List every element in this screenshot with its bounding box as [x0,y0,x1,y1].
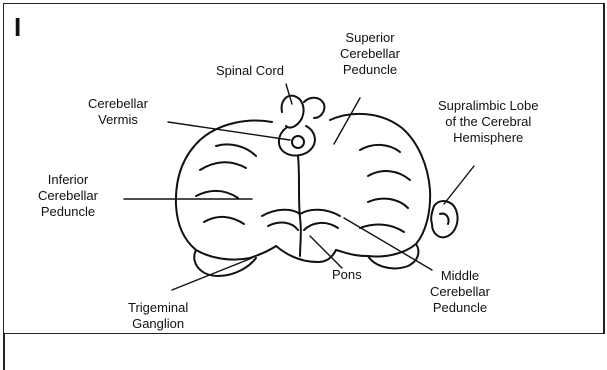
label-line: Supralimbic Lobe [438,98,538,114]
right-fold-2 [368,171,410,180]
vermis-upper [282,96,304,128]
label-pons-text: Pons [332,267,362,282]
left-hemisphere-outline [176,121,276,260]
leader-superior-peduncle [334,98,360,144]
midline-stalk [304,98,324,118]
ventral-contour [276,246,336,262]
label-line: Peduncle [38,204,98,220]
pons-left-lobe [268,223,298,230]
label-superior-cerebellar-peduncle: Superior Cerebellar Peduncle [340,30,400,78]
label-line: Cerebellar [340,46,400,62]
left-fold-4 [216,144,256,156]
label-line: Cerebellar [430,284,490,300]
midline-internal [298,156,301,256]
label-line: Trigeminal [128,300,188,316]
supralimbic-lobe-shape [431,201,457,237]
label-line: Inferior [38,172,98,188]
label-line: Vermis [88,112,148,128]
label-middle-cerebellar-peduncle: Middle Cerebellar Peduncle [430,268,490,316]
leader-spinal-cord [286,84,292,104]
label-line: Hemisphere [438,130,538,146]
label-pons: Pons [332,267,362,283]
pons-right-lobe [304,223,338,230]
label-line: Superior [340,30,400,46]
left-fold-3 [204,217,244,224]
label-line: Cerebellar [88,96,148,112]
label-line: of the Cerebral [438,114,538,130]
label-line: Ganglion [128,316,188,332]
supralimbic-lobe-inner [440,214,449,224]
leader-pons [310,236,342,268]
right-fold-3 [368,199,408,208]
label-trigeminal-ganglion: Trigeminal Ganglion [128,300,188,332]
label-inferior-cerebellar-peduncle: Inferior Cerebellar Peduncle [38,172,98,220]
leader-trigeminal [172,258,252,290]
label-line: Middle [430,268,490,284]
leader-supralimbic-lobe [444,166,474,204]
label-line: Peduncle [430,300,490,316]
label-spinal-cord-text: Spinal Cord [216,63,284,78]
right-fold-1 [360,145,400,152]
left-fold-1 [200,162,246,170]
label-cerebellar-vermis: Cerebellar Vermis [88,96,148,128]
vermis-lobe [279,126,315,155]
left-fold-2 [196,191,238,198]
right-hemisphere-outline [330,114,430,257]
pons-upper [262,210,340,216]
label-supralimbic-lobe: Supralimbic Lobe of the Cerebral Hemisph… [438,98,538,146]
vermis-center [292,136,304,148]
label-spinal-cord: Spinal Cord [216,63,284,79]
label-line: Cerebellar [38,188,98,204]
label-line: Peduncle [340,62,400,78]
